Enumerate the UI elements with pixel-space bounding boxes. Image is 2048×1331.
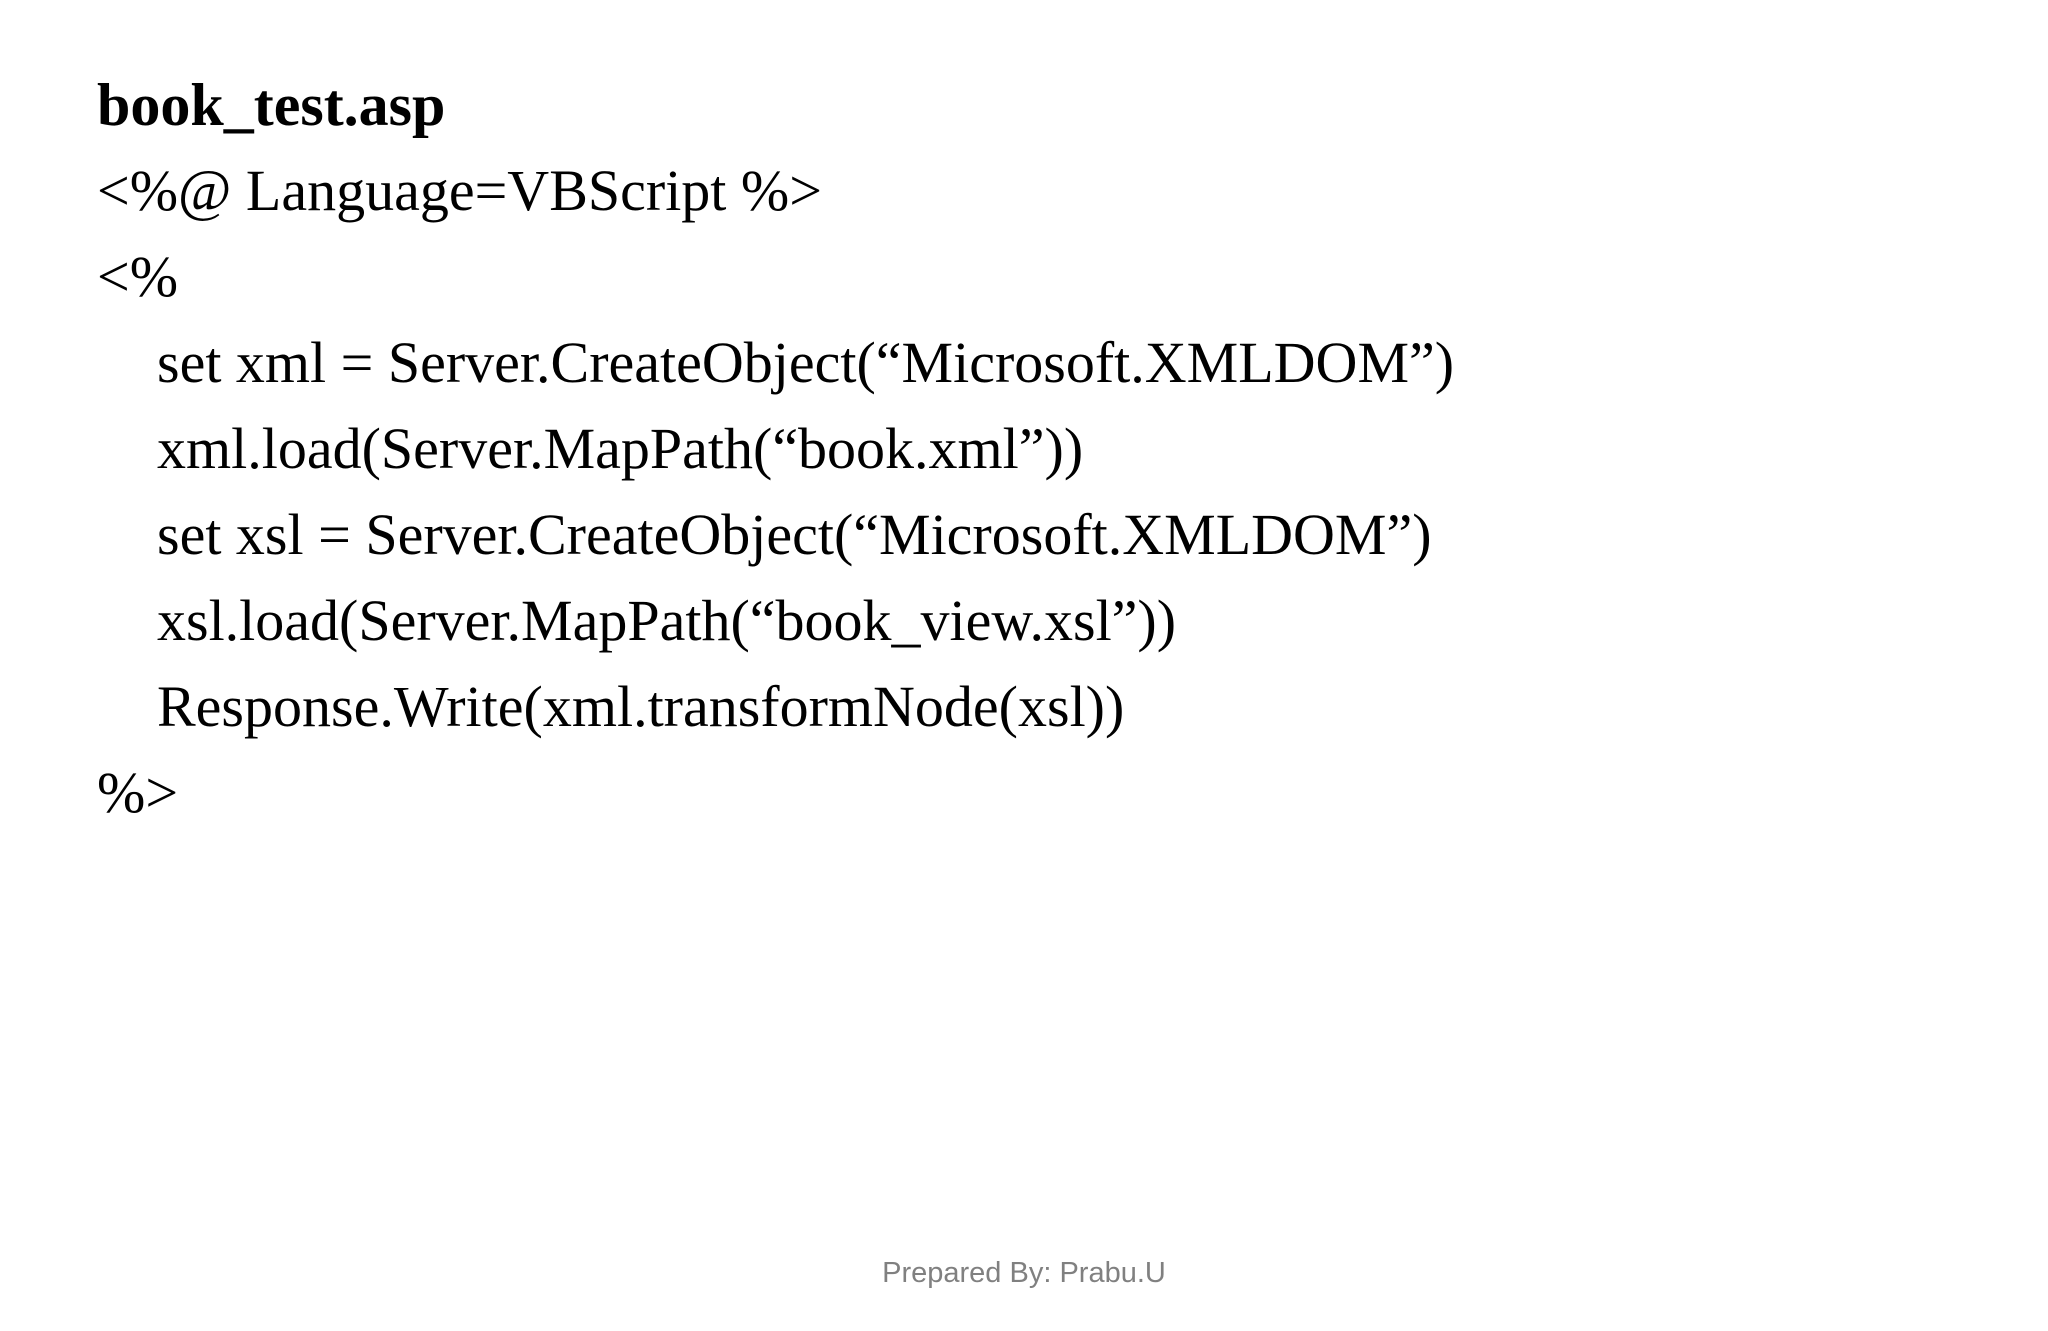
footer-credit: Prepared By: Prabu.U (882, 1257, 1166, 1289)
slide-content: book_test.asp <%@ Language=VBScript %> <… (97, 62, 1947, 836)
slide-title: book_test.asp (97, 72, 446, 138)
code-line-open-tag: <% (97, 244, 179, 309)
code-line-load-xml: xml.load(Server.MapPath(“book.xml”)) (157, 416, 1084, 481)
code-line-language: <%@ Language=VBScript %> (97, 158, 822, 223)
code-line-create-xml: set xml = Server.CreateObject(“Microsoft… (157, 330, 1455, 395)
code-line-create-xsl: set xsl = Server.CreateObject(“Microsoft… (157, 502, 1432, 567)
code-line-load-xsl: xsl.load(Server.MapPath(“book_view.xsl”)… (157, 588, 1177, 653)
code-line-response-write: Response.Write(xml.transformNode(xsl)) (157, 674, 1125, 739)
code-line-close-tag: %> (97, 760, 179, 825)
